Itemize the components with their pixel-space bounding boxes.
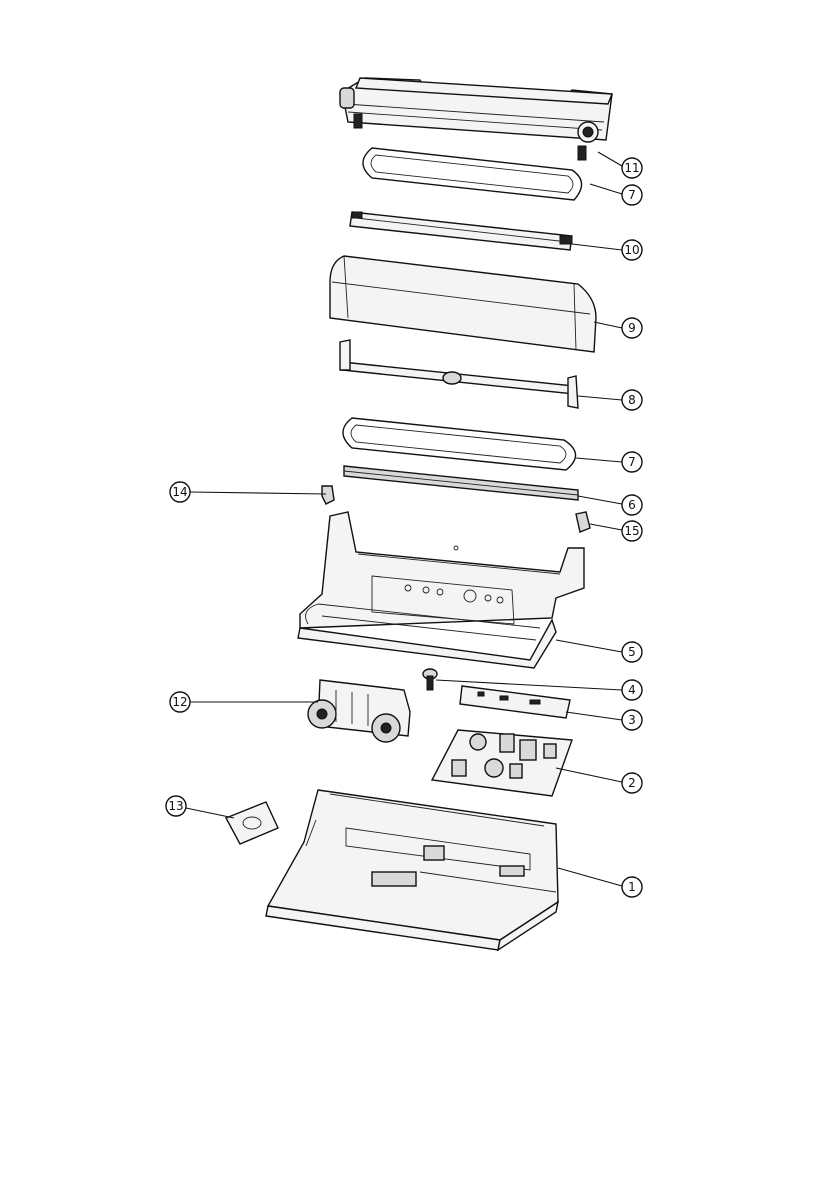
callout-label: 8 [628, 393, 636, 407]
part-13-cover-plate [226, 802, 278, 844]
callout-3: 3 [622, 710, 642, 730]
callout-6: 6 [622, 495, 642, 515]
callout-12: 12 [170, 692, 190, 712]
part-11-top-lid [340, 78, 612, 160]
callout-7-lower: 7 [622, 452, 642, 472]
part-1-base [266, 790, 558, 950]
part-15-right-clip [576, 512, 590, 532]
callout-7-upper: 7 [622, 185, 642, 205]
part-6-foam-strip [344, 466, 578, 500]
callout-4: 4 [622, 680, 642, 700]
callout-label: 1 [628, 880, 636, 894]
callout-label: 15 [624, 524, 639, 538]
callout-label: 12 [172, 695, 187, 709]
callout-label: 7 [628, 455, 636, 469]
part-4-valve [423, 669, 437, 690]
callout-5: 5 [622, 642, 642, 662]
part-5-main-housing [298, 512, 584, 668]
callout-10: 10 [622, 240, 642, 260]
part-10-heating-strip [350, 212, 572, 250]
callout-13: 13 [166, 796, 186, 816]
callout-11: 11 [622, 158, 642, 178]
callout-label: 9 [628, 321, 636, 335]
part-3-control-pcb [460, 686, 570, 718]
part-9-cover [330, 256, 596, 352]
callout-2: 2 [622, 773, 642, 793]
callout-9: 9 [622, 318, 642, 338]
part-14-left-clip [322, 486, 334, 504]
callout-label: 13 [168, 799, 183, 813]
callout-label: 2 [628, 776, 636, 790]
callout-15: 15 [622, 521, 642, 541]
callout-14: 14 [170, 482, 190, 502]
part-7-lower-gasket [343, 418, 576, 470]
part-7-upper-gasket [363, 148, 582, 200]
callout-1: 1 [622, 877, 642, 897]
part-12-motor-pump [308, 680, 410, 742]
callout-8: 8 [622, 390, 642, 410]
part-2-power-pcb [432, 730, 572, 796]
part-8-bracket-bar [340, 340, 578, 408]
callout-label: 11 [624, 161, 639, 175]
callout-label: 4 [628, 683, 636, 697]
callout-label: 5 [628, 645, 636, 659]
callout-label: 10 [624, 243, 639, 257]
callout-label: 3 [628, 713, 636, 727]
callout-label: 7 [628, 188, 636, 202]
callout-label: 6 [628, 498, 636, 512]
callout-label: 14 [172, 485, 187, 499]
